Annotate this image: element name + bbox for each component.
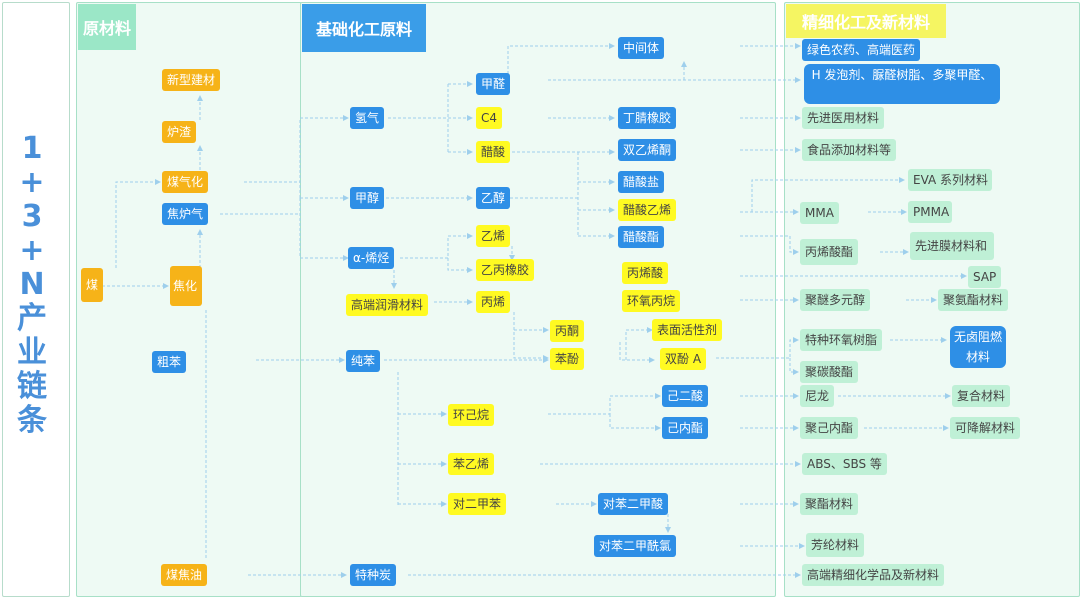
node-ethanol: 乙醇 — [476, 187, 511, 209]
node-bisphenol-a: 双酚 A — [660, 348, 707, 370]
node-pcl: 聚己内酯 — [800, 417, 859, 439]
node-formaldehyde: 甲醛 — [476, 73, 511, 95]
node-membrane: 先进膜材料和 — [910, 232, 994, 260]
node-acetate: 醋酸盐 — [618, 171, 665, 193]
node-coal-gasification: 煤气化 — [162, 171, 209, 193]
node-coke-oven-gas: 焦炉气 — [162, 203, 209, 225]
node-composite: 复合材料 — [952, 385, 1011, 407]
node-alpha-olefin: α-烯烃 — [348, 247, 395, 269]
node-phenol: 苯酚 — [550, 348, 585, 370]
node-acetone: 丙酮 — [550, 320, 585, 342]
node-methanol: 甲醇 — [350, 187, 385, 209]
node-slag: 炉渣 — [162, 121, 197, 143]
section-title-raw: 原材料 — [78, 4, 136, 50]
node-caprolactam: 己内酯 — [662, 417, 709, 439]
node-acetic-acid: 醋酸 — [476, 141, 511, 163]
node-degradable: 可降解材料 — [950, 417, 1021, 439]
node-aramid: 芳纶材料 — [806, 533, 865, 557]
node-styrene: 苯乙烯 — [448, 453, 495, 475]
node-coal-tar: 煤焦油 — [161, 564, 208, 586]
node-mma: MMA — [800, 202, 839, 224]
node-benzene: 纯苯 — [346, 350, 381, 372]
node-medical-materials: 先进医用材料 — [802, 107, 885, 129]
node-surfactant: 表面活性剂 — [652, 319, 723, 341]
node-acrylate: 丙烯酸酯 — [800, 239, 859, 265]
node-pmma: PMMA — [908, 201, 952, 223]
node-agro-pharma: 绿色农药、高端医药 — [802, 39, 921, 61]
title-sidebar — [2, 2, 70, 597]
node-acrylic-acid: 丙烯酸 — [622, 262, 669, 284]
node-polyester: 聚酯材料 — [800, 493, 859, 515]
node-eva: EVA 系列材料 — [908, 169, 992, 191]
node-crude-benzene: 粗苯 — [152, 351, 187, 373]
node-special-epoxy: 特种环氧树脂 — [800, 329, 883, 351]
section-title-fine: 精细化工及新材料 — [786, 4, 946, 38]
node-polyether-polyol: 聚醚多元醇 — [800, 289, 871, 311]
node-ethylene: 乙烯 — [476, 225, 511, 247]
section-title-basic: 基础化工原料 — [302, 4, 426, 52]
node-epdm: 乙丙橡胶 — [476, 259, 535, 281]
node-pta: 对苯二甲酸 — [598, 493, 669, 515]
node-propylene: 丙烯 — [476, 291, 511, 313]
node-adipic-acid: 己二酸 — [662, 385, 709, 407]
node-food-additives: 食品添加材料等 — [802, 139, 897, 161]
node-lubricant: 高端润滑材料 — [346, 294, 429, 316]
node-foams: H 发泡剂、脲醛树脂、多聚甲醛、 — [804, 64, 1000, 104]
node-acetate-ester: 醋酸酯 — [618, 226, 665, 248]
node-vinyl-acetate: 醋酸乙烯 — [618, 199, 677, 221]
vertical-title: 1+3+N 产业链条 — [17, 131, 47, 438]
node-abs-sbs: ABS、SBS 等 — [802, 453, 887, 475]
node-polyurethane: 聚氨酯材料 — [938, 289, 1009, 311]
node-c4: C4 — [476, 107, 503, 129]
node-cyclohexane: 环己烷 — [448, 404, 495, 426]
node-epichlorohydrin: 环氧丙烷 — [622, 290, 681, 312]
node-building-material: 新型建材 — [162, 69, 221, 91]
node-nylon: 尼龙 — [800, 385, 835, 407]
node-coking: 焦化 — [170, 266, 202, 306]
node-polycarbonate: 聚碳酸酯 — [800, 361, 859, 383]
node-hydrogen: 氢气 — [350, 107, 385, 129]
node-sap: SAP — [968, 266, 1002, 288]
node-nitrile-rubber: 丁腈橡胶 — [618, 107, 677, 129]
node-terephthaloyl-chloride: 对苯二甲酰氯 — [594, 535, 677, 557]
node-p-xylene: 对二甲苯 — [448, 493, 507, 515]
node-special-carbon: 特种炭 — [350, 564, 397, 586]
node-flame-retardant: 无卤阻燃材料 — [950, 326, 1006, 368]
node-coal: 煤 — [81, 268, 104, 302]
node-diketene: 双乙烯酮 — [618, 139, 677, 161]
node-high-end-fine: 高端精细化学品及新材料 — [802, 564, 945, 586]
node-intermediate: 中间体 — [618, 37, 665, 59]
